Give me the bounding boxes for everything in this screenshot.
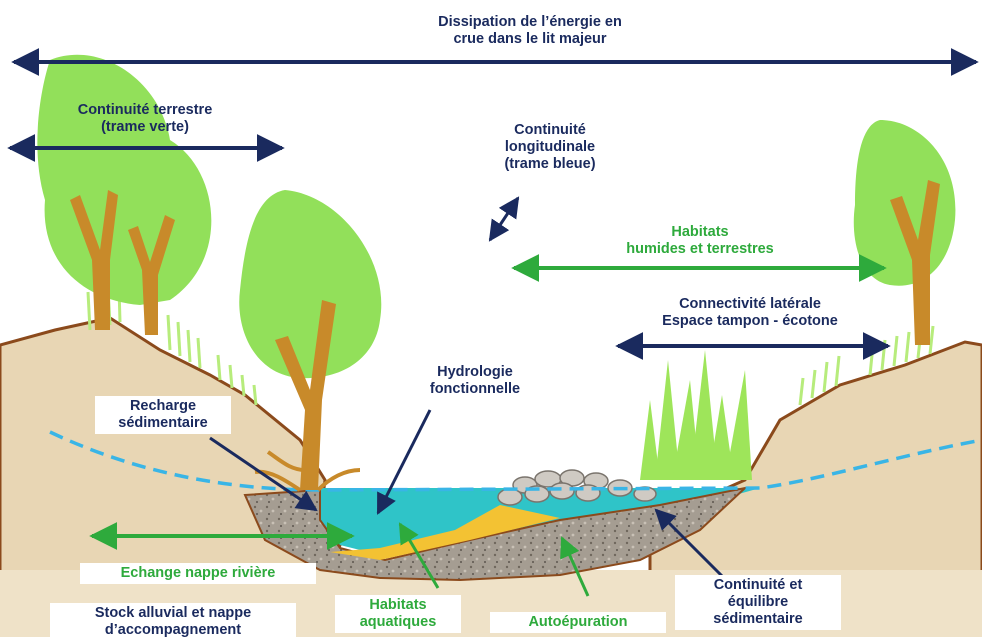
recharge-label-line1: Recharge (129, 398, 197, 414)
tree-icon (37, 54, 212, 335)
autoepuration-label-text: Autoépuration (528, 614, 628, 630)
aquatiques-label-line1: Habitats (369, 597, 427, 613)
terrestre-label: Continuité terrestre (trame verte) (50, 102, 240, 136)
hydro-label-line2: fonctionnelle (429, 381, 521, 397)
stock-label-line2: d’accompagnement (104, 622, 242, 638)
terrestre-label-line2: (trame verte) (101, 119, 189, 135)
echange-label: Echange nappe rivière (80, 563, 316, 584)
dissipation-label-line1: Dissipation de l’énergie en (438, 14, 622, 30)
stock-label-line1: Stock alluvial et nappe (94, 605, 252, 621)
hydro-label-line1: Hydrologie (437, 364, 513, 380)
longitudinale-label: Continuité longitudinale (trame bleue) (470, 122, 630, 173)
aquatiques-label: Habitats aquatiques (335, 595, 461, 633)
equilibre-label-line3: sédimentaire (713, 611, 803, 627)
echange-label-text: Echange nappe rivière (120, 565, 276, 581)
habitats-label-line2: humides et terrestres (626, 241, 774, 257)
hydro-label: Hydrologie fonctionnelle (405, 364, 545, 398)
hydro-arrow (376, 409, 432, 515)
aquatiques-label-line2: aquatiques (359, 614, 437, 630)
equilibre-label-line2: équilibre (727, 594, 789, 610)
laterale-label: Connectivité latérale Espace tampon - éc… (620, 296, 880, 330)
autoepuration-label: Autoépuration (490, 612, 666, 633)
equilibre-arrow (654, 508, 726, 580)
equilibre-label-line1: Continuité et (713, 577, 803, 593)
longitudinale-arrow (488, 196, 520, 242)
longitudinale-label-line3: (trame bleue) (504, 156, 596, 172)
tree-icon (853, 120, 956, 345)
recharge-label: Recharge sédimentaire (95, 396, 231, 434)
equilibre-label: Continuité et équilibre sédimentaire (675, 575, 841, 630)
laterale-label-line2: Espace tampon - écotone (662, 313, 838, 329)
stock-label: Stock alluvial et nappe d’accompagnement (50, 603, 296, 641)
habitats-label-line1: Habitats (671, 224, 729, 240)
longitudinale-label-line1: Continuité (514, 122, 586, 138)
habitats-label: Habitats humides et terrestres (580, 224, 820, 258)
dissipation-label-line2: crue dans le lit majeur (453, 31, 607, 47)
aquatiques-arrow (398, 522, 440, 589)
longitudinale-label-line2: longitudinale (504, 139, 596, 155)
yellow-layer (330, 505, 560, 560)
recharge-arrow (209, 436, 318, 512)
recharge-label-line2: sédimentaire (118, 415, 208, 431)
dissipation-label: Dissipation de l’énergie en crue dans le… (380, 14, 680, 48)
tree-icon (239, 190, 382, 492)
terrestre-label-line1: Continuité terrestre (77, 102, 213, 118)
grass-icon (640, 350, 752, 480)
laterale-label-line1: Connectivité latérale (679, 296, 821, 312)
water-table-line (49, 430, 982, 492)
autoepuration-arrow (560, 536, 590, 597)
